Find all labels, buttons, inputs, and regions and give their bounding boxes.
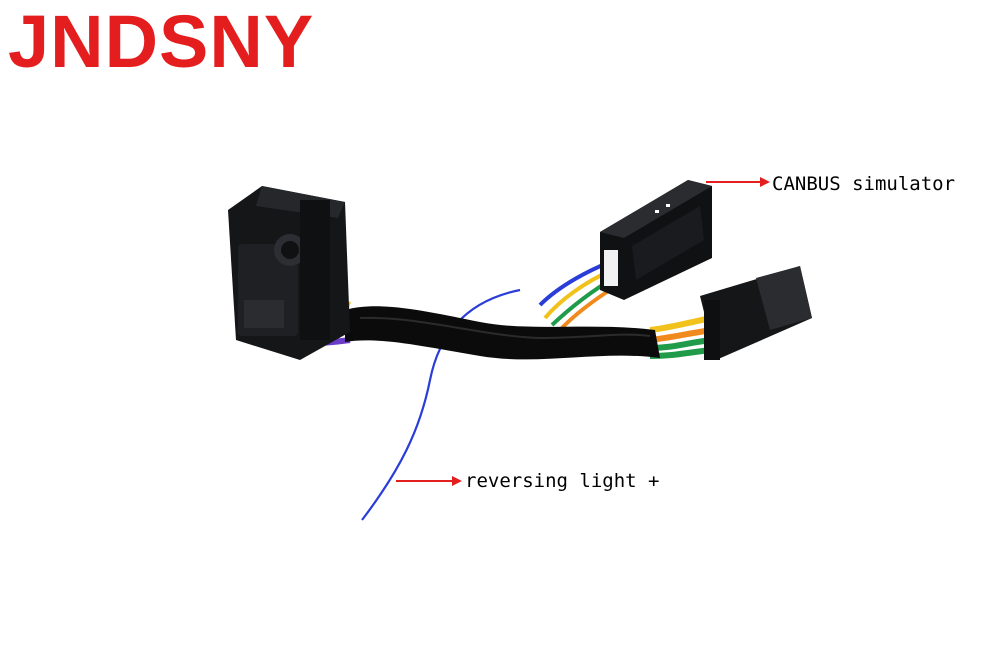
canbus-simulator-module [600, 180, 712, 300]
brand-logo-text: JNDSNY [8, 0, 315, 83]
right-connector [700, 266, 812, 360]
reversing-light-wire [361, 288, 521, 521]
canbus-arrow [706, 177, 770, 187]
right-wire-bundle [649, 315, 713, 359]
reversing-light-arrow [396, 476, 462, 486]
fabric-sleeve [345, 306, 660, 360]
reversing-light-label: reversing light + [465, 470, 660, 492]
canbus-simulator-label: CANBUS simulator [772, 173, 956, 195]
left-quadlock-connector [228, 186, 350, 360]
